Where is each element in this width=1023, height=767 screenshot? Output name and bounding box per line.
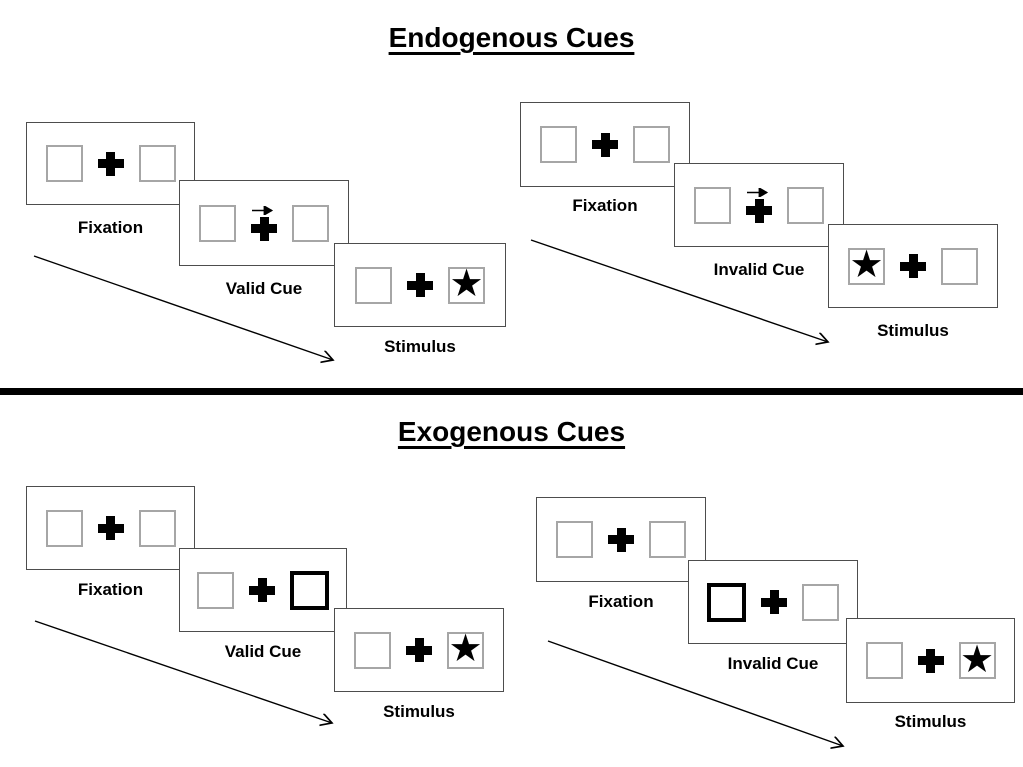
star-icon: ★ [448, 626, 483, 670]
right-box [292, 204, 329, 242]
plus-icon [761, 590, 787, 614]
left-box [354, 631, 391, 669]
fixation-panel [520, 102, 690, 187]
left-box [865, 642, 903, 679]
step-label: Fixation [77, 580, 144, 599]
fixation-panel [26, 122, 195, 205]
left-box-cue-highlight [707, 582, 746, 622]
left-box [45, 509, 83, 547]
right-box [787, 186, 824, 224]
step-label: Invalid Cue [727, 654, 819, 673]
right-box: ★ [958, 636, 996, 681]
left-box: ★ [848, 242, 885, 286]
stimulus-panel: ★ [828, 224, 998, 308]
diagonal-arrow-icon [34, 620, 337, 729]
left-box [199, 204, 236, 242]
star-icon: ★ [849, 242, 884, 286]
right-box [649, 521, 686, 558]
section-title-exogenous: Exogenous Cues [397, 416, 626, 447]
plus-icon [608, 527, 634, 552]
step-label: Stimulus [877, 321, 949, 340]
plus-icon [97, 151, 124, 176]
right-box [633, 126, 670, 163]
left-box [556, 521, 593, 558]
stimulus-panel: ★ [334, 243, 506, 327]
right-arrow-icon [252, 206, 277, 215]
right-box-cue-highlight [290, 570, 329, 610]
left-box [197, 571, 234, 609]
right-box: ★ [448, 261, 485, 305]
step-label: Valid Cue [225, 279, 303, 298]
plus-icon [97, 516, 124, 540]
diagonal-arrow-icon [530, 239, 833, 348]
step-label: Stimulus [384, 337, 456, 356]
step-label: Fixation [588, 592, 654, 611]
right-box [802, 583, 839, 621]
step-label: Fixation [77, 218, 144, 237]
cue-center [251, 206, 277, 241]
fixation-panel [26, 486, 195, 570]
stimulus-panel: ★ [334, 608, 504, 692]
left-box [694, 186, 731, 224]
plus-icon [900, 254, 926, 278]
invalid-cue-panel [688, 560, 858, 644]
invalid-cue-panel [674, 163, 844, 247]
right-box [941, 247, 978, 285]
right-arrow-icon [747, 188, 772, 197]
step-label: Fixation [572, 196, 638, 215]
star-icon: ★ [959, 636, 995, 681]
stimulus-panel: ★ [846, 618, 1015, 703]
fixation-panel [536, 497, 706, 582]
valid-cue-panel [179, 548, 347, 632]
valid-cue-panel [179, 180, 349, 266]
section-divider [0, 388, 1023, 395]
plus-icon [746, 198, 772, 223]
plus-icon [592, 132, 618, 157]
step-label: Valid Cue [224, 642, 302, 661]
plus-icon [406, 638, 432, 662]
step-label: Stimulus [383, 702, 455, 721]
diagonal-arrow-icon [547, 640, 848, 753]
star-icon: ★ [449, 261, 484, 305]
left-box [355, 266, 392, 304]
plus-icon [917, 648, 944, 673]
plus-icon [407, 273, 433, 297]
right-box [138, 145, 176, 182]
left-box [540, 126, 577, 163]
step-label: Stimulus [894, 712, 967, 731]
cue-center [746, 188, 772, 223]
section-title-endogenous: Endogenous Cues [388, 22, 635, 53]
right-box [138, 509, 176, 547]
plus-icon [249, 578, 275, 602]
right-box: ★ [447, 626, 484, 670]
step-label: Invalid Cue [713, 260, 805, 279]
left-box [45, 145, 83, 182]
plus-icon [251, 216, 277, 241]
diagonal-arrow-icon [33, 255, 340, 366]
